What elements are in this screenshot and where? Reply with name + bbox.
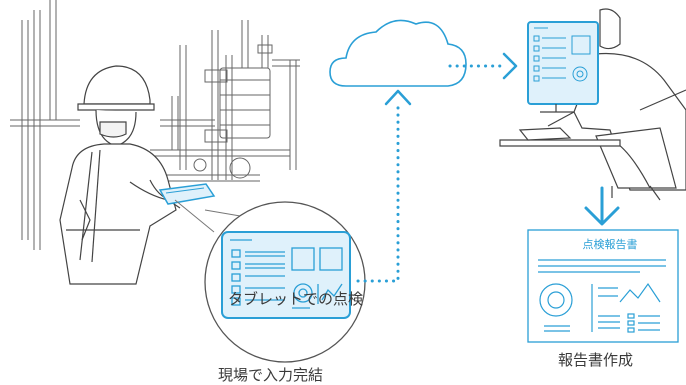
office-monitor-icon (527, 21, 599, 113)
plant-pipes-illustration (10, 0, 300, 250)
arrow-up-icon (384, 89, 412, 106)
report-card-title: 点検報告書 (582, 238, 638, 251)
report-card (527, 229, 679, 343)
arrow-down-icon (584, 186, 620, 226)
report-creation-label: 報告書作成 (558, 351, 634, 369)
field-input-label: 現場で入力完結 (218, 366, 324, 384)
worker-tablet-icon (158, 183, 216, 205)
cloud-icon (329, 19, 467, 87)
office-worker-illustration (499, 8, 686, 201)
worker-illustration (59, 65, 181, 285)
tablet-inspection-label: タブレットでの点検 (228, 290, 364, 308)
tablet-zoom-circle (174, 199, 366, 363)
arrow-right-icon (502, 52, 518, 80)
data-flow-path (356, 102, 400, 283)
